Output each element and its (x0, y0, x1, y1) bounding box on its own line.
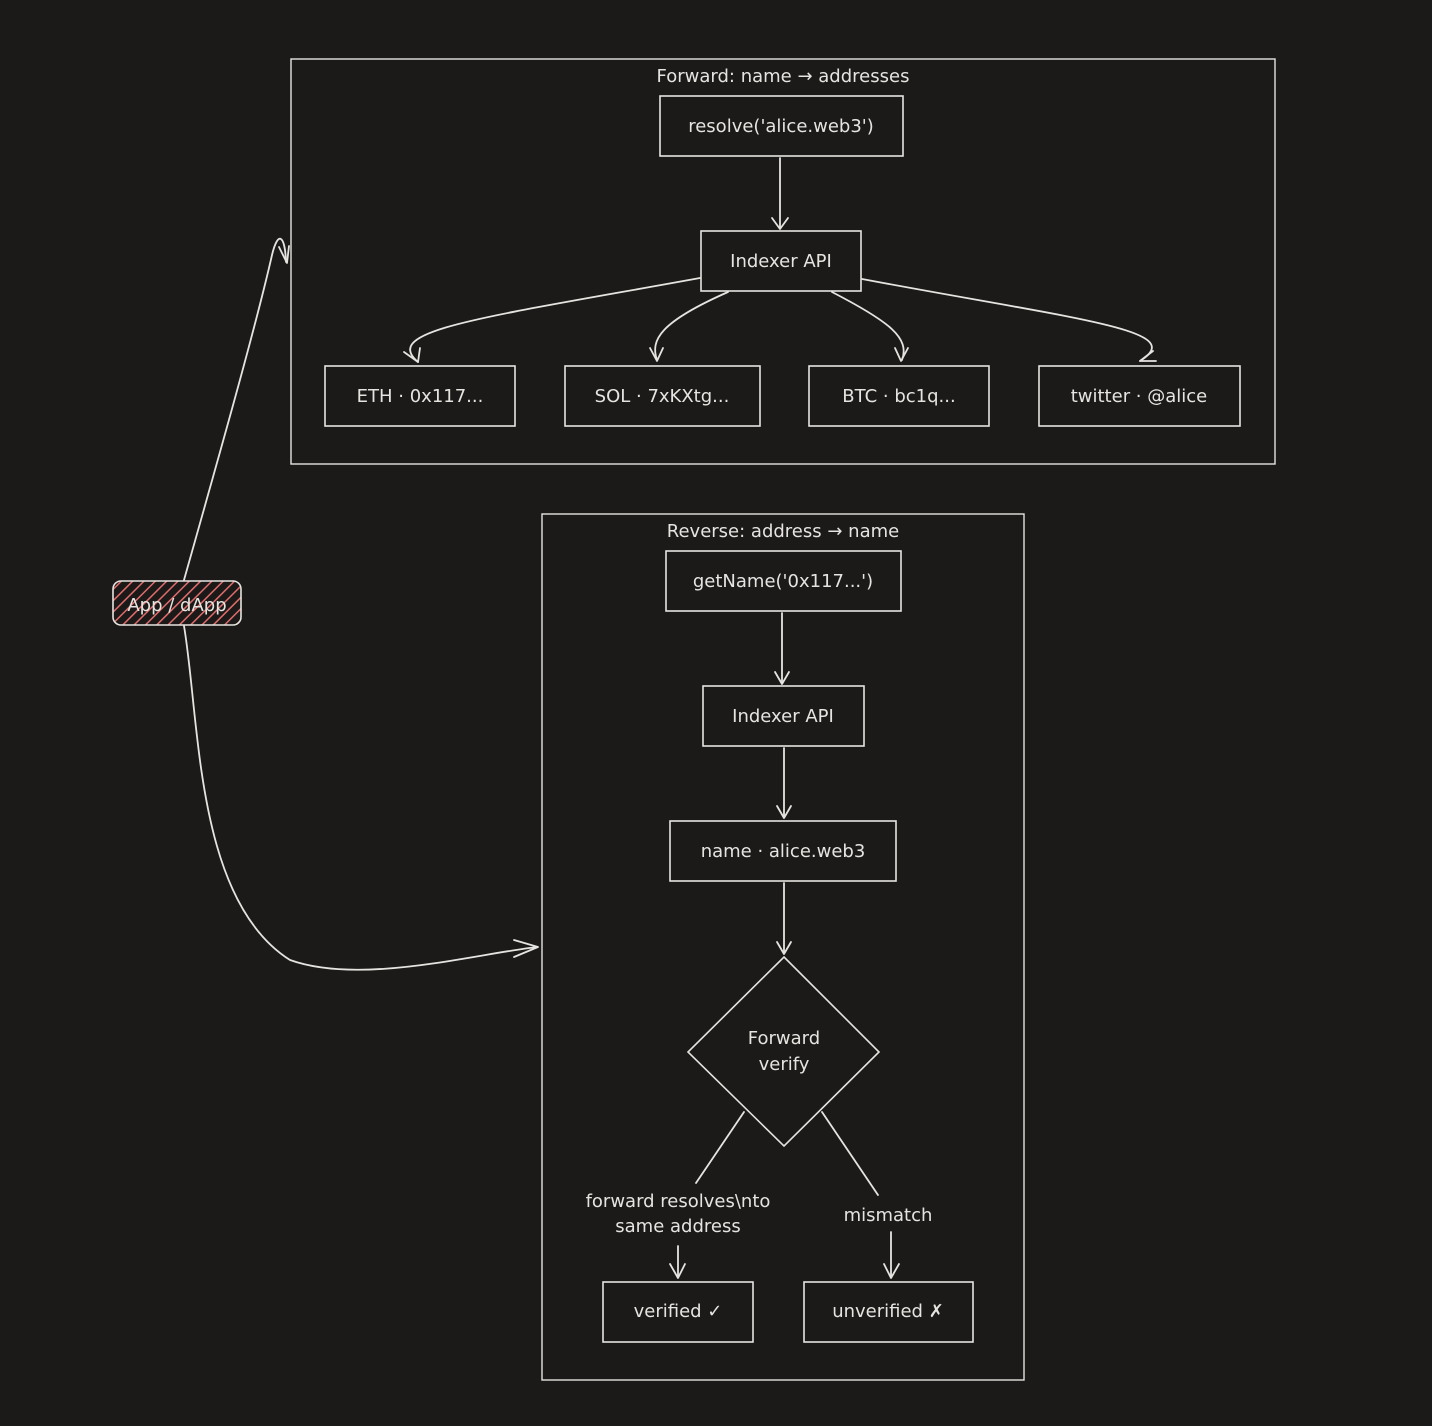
result-btc-label: BTC · bc1q... (842, 386, 955, 407)
arrowhead-sol (649, 347, 664, 362)
reverse-frame (541, 513, 1025, 1381)
edge-indexer-to-eth (409, 277, 701, 363)
reverse-indexer-node[interactable]: Indexer API (702, 685, 865, 747)
forward-group: Forward: name → addresses resolve('alice… (290, 58, 1276, 465)
arrowhead-app-forward (278, 245, 290, 264)
forward-indexer-node[interactable]: Indexer API (700, 230, 862, 292)
reverse-group: Reverse: address → name getName('0x117..… (541, 513, 1025, 1381)
decision-line-1: Forward (748, 1028, 820, 1049)
branch-yes-line-1: forward resolves\nto (586, 1191, 771, 1212)
reverse-call-label: getName('0x117...') (693, 571, 873, 592)
arrowhead-call-to-indexer (771, 217, 789, 230)
arrowhead-verified (669, 1263, 686, 1279)
arrowhead-eth (403, 347, 421, 363)
result-btc-node[interactable]: BTC · bc1q... (808, 365, 990, 427)
name-result-node[interactable]: name · alice.web3 (669, 820, 897, 882)
decision-line-2: verify (759, 1054, 810, 1075)
arrowhead-indexer-name (776, 805, 792, 819)
app-node[interactable]: App / dApp (112, 580, 242, 626)
arrowhead-name-verify (776, 941, 792, 955)
name-result-label: name · alice.web3 (701, 841, 866, 862)
result-eth-label: ETH · 0x117... (357, 386, 484, 407)
result-twitter-label: twitter · @alice (1071, 386, 1208, 407)
edge-indexer-to-twitter (861, 278, 1153, 362)
reverse-title: Reverse: address → name (667, 521, 899, 542)
arrowhead-getname (774, 671, 790, 685)
edge-indexer-to-sol (654, 291, 729, 361)
result-sol-label: SOL · 7xKXtg... (595, 386, 730, 407)
edge-verify-to-yes-label (695, 1111, 745, 1184)
forward-frame (290, 58, 1276, 465)
edge-app-to-forward (183, 238, 287, 581)
result-eth-node[interactable]: ETH · 0x117... (324, 365, 516, 427)
edge-indexer-to-btc (831, 291, 905, 361)
verified-node[interactable]: verified ✓ (602, 1281, 754, 1343)
result-sol-node[interactable]: SOL · 7xKXtg... (564, 365, 761, 427)
verified-label: verified ✓ (634, 1301, 723, 1322)
edge-app-to-reverse (183, 625, 538, 971)
arrowhead-unverified (883, 1263, 900, 1279)
branch-no-label: mismatch (844, 1205, 933, 1226)
forward-call-node[interactable]: resolve('alice.web3') (659, 95, 904, 157)
edge-verify-to-no-label (821, 1111, 879, 1196)
unverified-node[interactable]: unverified ✗ (803, 1281, 974, 1343)
forward-title: Forward: name → addresses (657, 66, 910, 87)
forward-call-label: resolve('alice.web3') (688, 116, 874, 137)
unverified-label: unverified ✗ (832, 1301, 944, 1322)
branch-yes-line-2: same address (615, 1216, 740, 1237)
result-twitter-node[interactable]: twitter · @alice (1038, 365, 1241, 427)
arrowhead-twitter (1139, 350, 1157, 362)
reverse-indexer-label: Indexer API (732, 706, 834, 727)
forward-verify-decision[interactable]: Forward verify (686, 955, 881, 1148)
forward-indexer-label: Indexer API (730, 251, 832, 272)
arrowhead-btc (894, 347, 909, 362)
arrowhead-app-reverse (513, 939, 539, 958)
reverse-call-node[interactable]: getName('0x117...') (665, 550, 902, 612)
app-label: App / dApp (127, 595, 226, 616)
